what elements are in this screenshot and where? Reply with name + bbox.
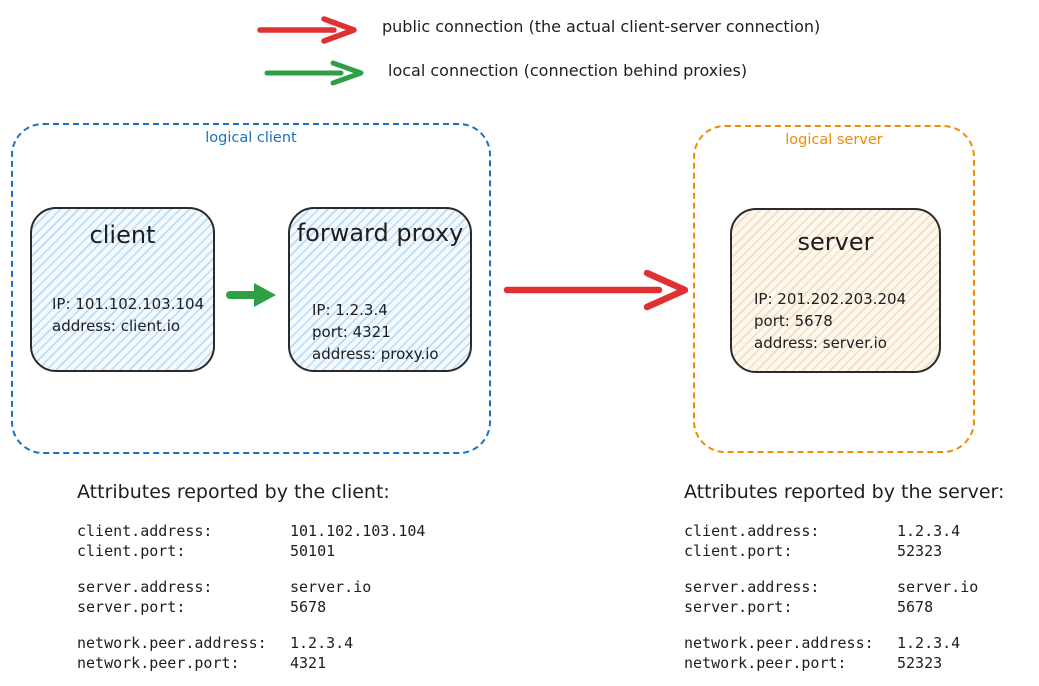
attr-row: network.peer.address: 1.2.3.4 (684, 633, 1004, 653)
attr-key: server.address: (684, 578, 820, 596)
attr-value: 1.2.3.4 (897, 634, 961, 652)
attr-value: 50101 (290, 542, 336, 560)
attr-row: server.port: 5678 (684, 597, 1004, 617)
attr-row: network.peer.port: 4321 (77, 653, 425, 673)
server-ip-line: IP: 201.202.203.204 (754, 290, 907, 308)
attr-value: 1.2.3.4 (897, 522, 961, 540)
forward-proxy-node: forward proxy IP: 1.2.3.4 port: 4321 add… (288, 207, 472, 372)
attr-group-client-endpoint: client.address: 101.102.103.104 client.p… (77, 521, 425, 561)
attr-key: server.port: (684, 598, 793, 616)
proxy-ip-line: IP: 1.2.3.4 (312, 301, 388, 319)
client-ip-line: IP: 101.102.103.104 (52, 295, 205, 313)
server-attributes-block: Attributes reported by the server: clien… (684, 478, 1004, 686)
attr-row: client.address: 1.2.3.4 (684, 521, 1004, 541)
server-node-details: IP: 201.202.203.204 port: 5678 address: … (754, 288, 906, 354)
forward-proxy-node-title: forward proxy (296, 219, 464, 247)
attr-row: client.address: 101.102.103.104 (77, 521, 425, 541)
attr-key: server.port: (77, 598, 186, 616)
forward-proxy-node-details: IP: 1.2.3.4 port: 4321 address: proxy.io (312, 299, 439, 365)
server-address-line: address: server.io (754, 334, 887, 352)
attr-key: network.peer.port: (77, 654, 240, 672)
attr-group-client-endpoint: client.address: 1.2.3.4 client.port: 523… (684, 521, 1004, 561)
attr-value: server.io (897, 578, 979, 596)
attr-key: network.peer.address: (77, 634, 267, 652)
attr-row: server.address: server.io (684, 577, 1004, 597)
attr-row: client.port: 50101 (77, 541, 425, 561)
proxy-port-line: port: 4321 (312, 323, 391, 341)
public-connection-legend-label: public connection (the actual client-ser… (382, 17, 821, 36)
attr-value: 5678 (897, 598, 934, 616)
server-port-line: port: 5678 (754, 312, 833, 330)
local-connection-arrow-icon (264, 60, 364, 86)
attr-value: 4321 (290, 654, 327, 672)
proxy-address-line: address: proxy.io (312, 345, 439, 363)
attr-value: server.io (290, 578, 372, 596)
attr-key: client.port: (684, 542, 793, 560)
logical-server-group (693, 125, 975, 453)
attr-key: client.address: (684, 522, 820, 540)
attr-key: client.port: (77, 542, 186, 560)
attr-value: 52323 (897, 542, 943, 560)
attr-group-server-endpoint: server.address: server.io server.port: 5… (684, 577, 1004, 617)
logical-client-group (11, 123, 491, 454)
client-address-line: address: client.io (52, 317, 181, 335)
client-node-details: IP: 101.102.103.104 address: client.io (52, 293, 204, 337)
attr-group-network-peer: network.peer.address: 1.2.3.4 network.pe… (684, 633, 1004, 673)
attr-value: 101.102.103.104 (290, 522, 426, 540)
attr-row: network.peer.port: 52323 (684, 653, 1004, 673)
local-connection-legend-label: local connection (connection behind prox… (388, 61, 748, 80)
attr-row: network.peer.address: 1.2.3.4 (77, 633, 425, 653)
server-attributes-title: Attributes reported by the server: (684, 481, 1005, 503)
client-to-server-arrow-icon (503, 269, 689, 311)
logical-server-label: logical server (785, 132, 883, 148)
attr-key: server.address: (77, 578, 213, 596)
attr-row: server.port: 5678 (77, 597, 425, 617)
attr-row: client.port: 52323 (684, 541, 1004, 561)
attr-value: 52323 (897, 654, 943, 672)
public-connection-arrow-icon (257, 16, 357, 44)
client-attributes-title: Attributes reported by the client: (77, 481, 390, 503)
client-node: client IP: 101.102.103.104 address: clie… (30, 207, 215, 372)
attr-group-network-peer: network.peer.address: 1.2.3.4 network.pe… (77, 633, 425, 673)
client-attributes-block: Attributes reported by the client: clien… (77, 478, 425, 686)
server-node-title: server (797, 228, 874, 256)
attr-key: network.peer.port: (684, 654, 847, 672)
attr-group-server-endpoint: server.address: server.io server.port: 5… (77, 577, 425, 617)
attr-key: network.peer.address: (684, 634, 874, 652)
client-to-proxy-arrow-icon (226, 283, 276, 307)
attr-value: 1.2.3.4 (290, 634, 354, 652)
attr-value: 5678 (290, 598, 327, 616)
attr-key: client.address: (77, 522, 213, 540)
logical-client-label: logical client (205, 130, 297, 146)
client-node-title: client (89, 221, 156, 249)
attr-row: server.address: server.io (77, 577, 425, 597)
server-node: server IP: 201.202.203.204 port: 5678 ad… (730, 208, 941, 373)
